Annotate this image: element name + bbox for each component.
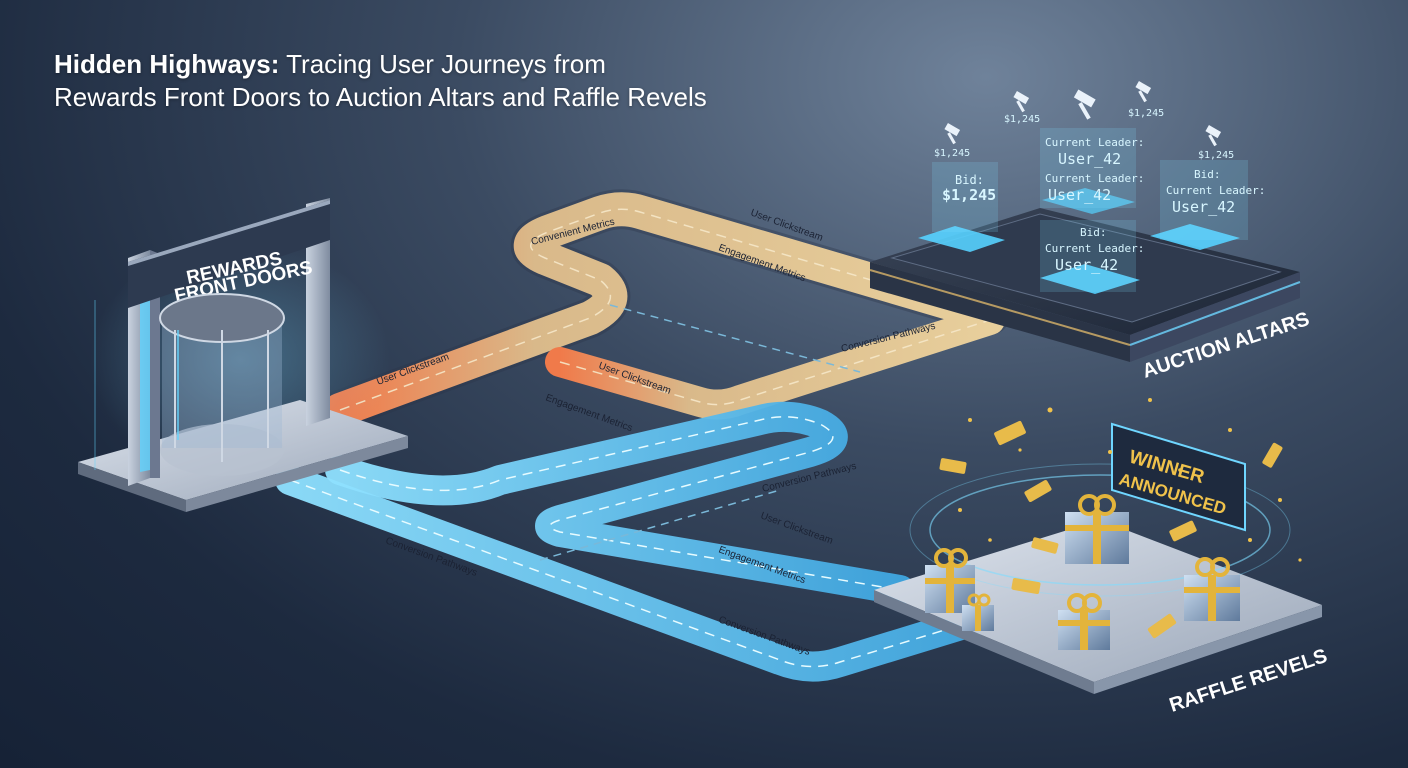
ticket-icon xyxy=(939,420,1283,639)
holo-leader-value-4: User_42 xyxy=(1172,198,1235,216)
label-engagement-metrics-2: Engagement Metrics xyxy=(544,392,634,434)
diagram-title: Hidden Highways: Tracing User Journeys f… xyxy=(54,48,814,114)
holo-leader-label-2: Current Leader: xyxy=(1045,136,1144,149)
auction-altars: Bid: $1,245 Current Leader: User_42 Curr… xyxy=(869,81,1312,383)
holo-leader-label-4: Current Leader: xyxy=(1166,184,1265,197)
auction-hologram-1: Bid: $1,245 xyxy=(942,173,996,204)
gavel-price-4: $1,245 xyxy=(1128,108,1164,119)
raffle-revels: WINNER ANNOUNCED RAFFLE REVELS xyxy=(874,398,1330,717)
gift-box-icon-1 xyxy=(925,548,975,613)
gift-box-icon-5 xyxy=(1184,557,1240,621)
holo-leader-value-3: User_42 xyxy=(1048,186,1111,204)
gavel-icon-1 xyxy=(944,123,961,145)
holo-leader-value-2: User_42 xyxy=(1058,150,1121,168)
rewards-front-doors: REWARDS FRONT DOORS xyxy=(78,198,408,512)
winner-sign xyxy=(1111,422,1246,532)
holo-bid-label-1: Bid: xyxy=(955,173,984,187)
auction-hologram-2: Current Leader: User_42 Current Leader: … xyxy=(1045,136,1144,204)
gavel-icon-4 xyxy=(1135,81,1152,103)
gift-box-icon-4 xyxy=(1058,593,1110,650)
title-rest: Tracing User Journeys from xyxy=(279,49,606,79)
gavel-icon-3 xyxy=(1073,89,1096,120)
gavel-price-1: $1,245 xyxy=(934,148,970,159)
gavel-price-2: $1,245 xyxy=(1004,114,1040,125)
auction-hologram-4: Bid: Current Leader: User_42 xyxy=(1045,226,1144,274)
holo-leader-label-3: Current Leader: xyxy=(1045,172,1144,185)
gift-box-icon-2 xyxy=(1065,494,1129,564)
title-bold: Hidden Highways: xyxy=(54,49,280,79)
arch-right-pillar xyxy=(306,198,330,426)
holo-bid-label-4: Bid: xyxy=(1080,226,1107,239)
title-line2: Rewards Front Doors to Auction Altars an… xyxy=(54,82,707,112)
gavel-icon-5 xyxy=(1205,125,1222,147)
confetti xyxy=(958,398,1302,562)
rewards-sign xyxy=(128,200,330,308)
gift-box-icon-3 xyxy=(962,593,994,631)
holo-bid-value-1: $1,245 xyxy=(942,186,996,204)
auction-hologram-3: Bid: Current Leader: User_42 xyxy=(1166,168,1265,216)
holo-leader-label-5: Current Leader: xyxy=(1045,242,1144,255)
holo-leader-value-5: User_42 xyxy=(1055,256,1118,274)
label-user-clickstream-4: User Clickstream xyxy=(759,510,834,546)
gavel-icon-2 xyxy=(1013,91,1030,113)
gold-highway xyxy=(320,189,1010,430)
gavel-price-5: $1,245 xyxy=(1198,150,1234,161)
holo-bid-label-3: Bid: xyxy=(1194,168,1221,181)
